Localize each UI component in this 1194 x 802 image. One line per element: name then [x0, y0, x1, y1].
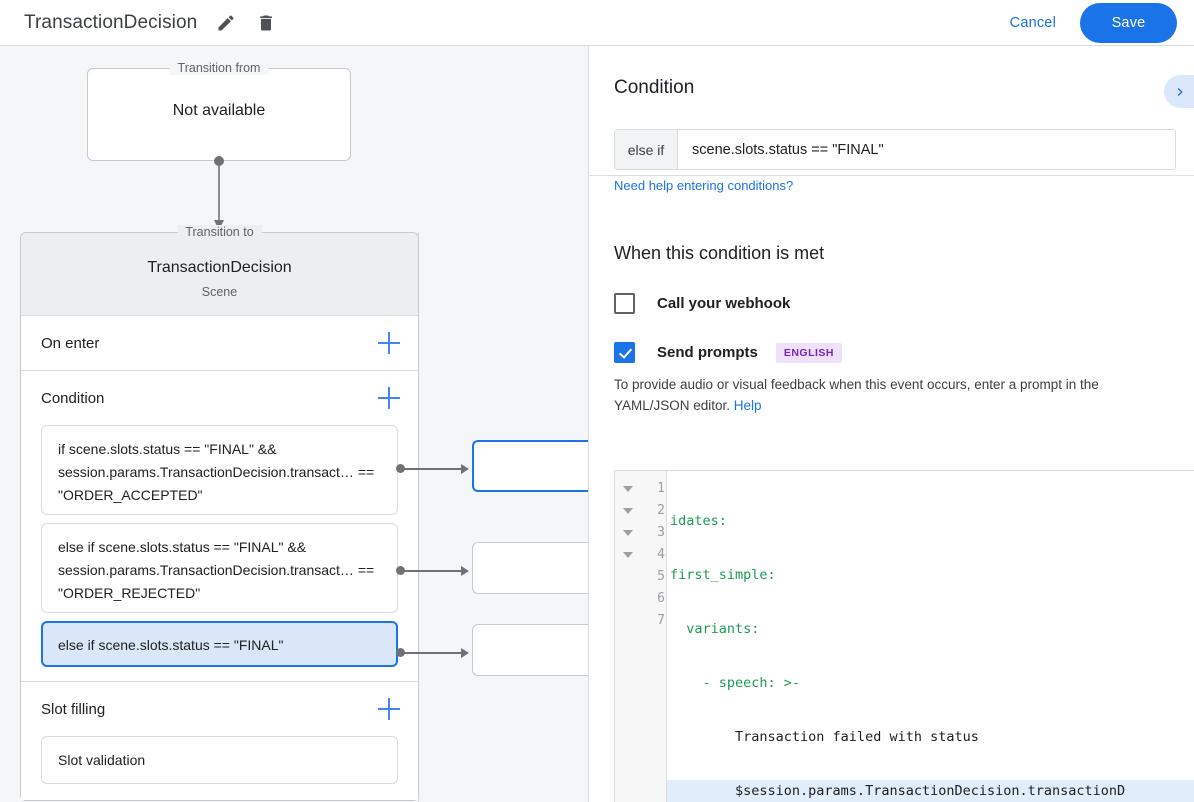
fold-toggle[interactable]: [615, 544, 641, 566]
condition-prefix-label: else if: [615, 130, 678, 169]
slot-validation-item[interactable]: Slot validation: [41, 736, 398, 784]
code-line: - speech: >-: [670, 675, 801, 691]
section-slot-filling: Slot filling Slot validation: [21, 682, 418, 800]
condition-expression-input[interactable]: [678, 130, 1175, 169]
prompts-description-text: To provide audio or visual feedback when…: [614, 377, 1099, 413]
transition-from-value: Not available: [172, 102, 266, 119]
line-number: 6: [657, 591, 665, 606]
condition-connector-line: [400, 570, 462, 572]
condition-input-row: else if: [614, 129, 1176, 170]
editor-fold-gutter: [615, 471, 641, 802]
line-number: 1: [657, 481, 665, 496]
call-webhook-checkbox[interactable]: [614, 293, 635, 314]
section-title-slot-filling: Slot filling: [41, 700, 106, 718]
editor-line-numbers: 1 2 3 4 5 6 7: [641, 471, 667, 802]
scene-card: Transition to TransactionDecision Scene …: [20, 225, 419, 801]
call-webhook-row[interactable]: Call your webhook: [614, 293, 790, 314]
section-header-on-enter: On enter: [21, 316, 418, 370]
chevron-down-icon[interactable]: [623, 530, 633, 536]
when-condition-met-title: When this condition is met: [614, 243, 825, 263]
target-node-accepted[interactable]: [472, 440, 588, 492]
line-number: 2: [657, 503, 665, 518]
add-condition-plus-icon[interactable]: [378, 387, 400, 409]
condition-list-item-selected[interactable]: else if scene.slots.status == "FINAL": [41, 621, 398, 667]
add-slot-filling-plus-icon[interactable]: [378, 698, 400, 720]
section-title-condition: Condition: [41, 389, 105, 407]
call-webhook-label: Call your webhook: [657, 295, 791, 312]
code-line: idates:: [670, 513, 727, 529]
chevron-right-icon[interactable]: [1164, 75, 1194, 108]
condition-list: if scene.slots.status == "FINAL" && sess…: [21, 425, 418, 681]
transition-to-legend: Transition to: [177, 225, 262, 239]
send-prompts-row[interactable]: Send prompts ENGLISH: [614, 342, 843, 363]
scene-type-label: Scene: [201, 285, 238, 299]
line-number: 7: [657, 613, 665, 628]
top-app-bar: TransactionDecision Cancel Save: [0, 0, 1194, 46]
panel-title: Condition: [614, 77, 695, 98]
chevron-down-icon[interactable]: [623, 508, 633, 514]
slot-filling-list: Slot validation: [21, 736, 418, 800]
cancel-button[interactable]: Cancel: [996, 7, 1070, 39]
fold-spacer: [615, 566, 641, 588]
chevron-down-icon[interactable]: [623, 552, 633, 558]
code-line: Transaction failed with status: [670, 729, 979, 745]
prompts-description: To provide audio or visual feedback when…: [614, 374, 1170, 416]
send-prompts-checkbox[interactable]: [614, 342, 635, 363]
target-node-final[interactable]: [472, 624, 588, 676]
editor-code-area[interactable]: idates: first_simple: variants: - speech…: [667, 471, 1194, 802]
line-number: 5: [657, 569, 665, 584]
pencil-icon[interactable]: [215, 12, 237, 34]
section-header-slot-filling: Slot filling: [21, 682, 418, 736]
fold-spacer: [615, 588, 641, 610]
target-node-rejected[interactable]: [472, 542, 588, 594]
section-header-condition: Condition: [21, 371, 418, 425]
scene-name: TransactionDecision: [147, 259, 292, 276]
trash-icon[interactable]: [255, 12, 277, 34]
condition-connector-arrowhead: [461, 464, 469, 474]
section-condition: Condition if scene.slots.status == "FINA…: [21, 371, 418, 682]
save-button[interactable]: Save: [1080, 2, 1177, 43]
language-badge: ENGLISH: [775, 342, 843, 363]
line-number: 3: [657, 525, 665, 540]
fold-spacer: [615, 610, 641, 632]
transition-connector-arrow: [214, 156, 224, 230]
panel-header: Condition else if: [589, 46, 1194, 176]
condition-connector-line: [400, 468, 462, 470]
line-number: 4: [657, 547, 665, 562]
condition-connector-arrowhead: [461, 566, 469, 576]
page-title: TransactionDecision: [24, 11, 198, 33]
prompts-help-link[interactable]: Help: [733, 398, 762, 413]
condition-list-item[interactable]: if scene.slots.status == "FINAL" && sess…: [41, 425, 398, 515]
fold-toggle[interactable]: [615, 500, 641, 522]
fold-toggle[interactable]: [615, 478, 641, 500]
code-line: first_simple:: [670, 567, 776, 583]
condition-connector-arrowhead: [461, 648, 469, 658]
condition-help-link[interactable]: Need help entering conditions?: [614, 178, 794, 193]
add-on-enter-plus-icon[interactable]: [378, 332, 400, 354]
transition-from-legend: Transition from: [169, 61, 269, 75]
scene-card-header: Transition to TransactionDecision Scene: [21, 225, 418, 316]
chevron-down-icon[interactable]: [623, 486, 633, 492]
code-line: variants:: [670, 621, 760, 637]
condition-list-item[interactable]: else if scene.slots.status == "FINAL" &&…: [41, 523, 398, 613]
fold-toggle[interactable]: [615, 522, 641, 544]
flow-canvas: Transition from Not available Transition…: [0, 46, 588, 802]
section-on-enter: On enter: [21, 316, 418, 371]
condition-details-panel: Condition else if Need help entering con…: [588, 46, 1194, 802]
send-prompts-label: Send prompts: [657, 344, 758, 361]
condition-connector-line: [400, 652, 462, 654]
yaml-editor[interactable]: 1 2 3 4 5 6 7 idates: first_simple: vari…: [614, 470, 1194, 802]
section-title-on-enter: On enter: [41, 334, 100, 352]
code-line-highlighted: $session.params.TransactionDecision.tran…: [667, 780, 1194, 802]
transition-from-card: Transition from Not available: [87, 61, 351, 161]
